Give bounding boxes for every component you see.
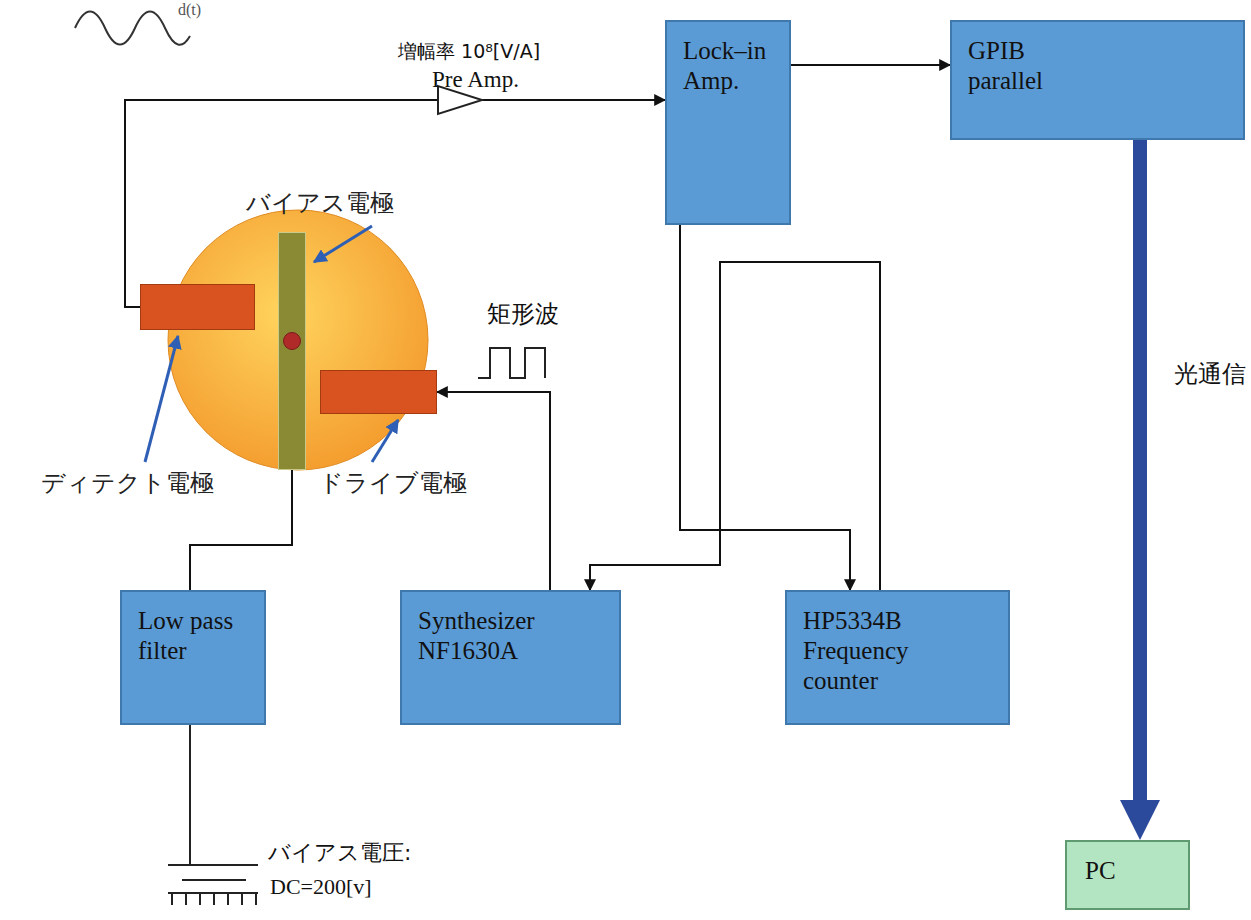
electrode-bar: バイアス電極 xyxy=(278,232,306,470)
electrode-label: ディテクト電極 xyxy=(41,469,214,498)
square-wave-symbol xyxy=(478,348,545,378)
box-label: Lock–in Amp. xyxy=(683,36,773,96)
leader-arrow xyxy=(145,336,178,462)
electrode-pad: ディテクト電極 xyxy=(140,284,255,330)
voltage-label: バイアス電圧: xyxy=(268,840,411,866)
center-mass xyxy=(283,332,301,350)
signal-wire xyxy=(791,64,950,66)
voltage-value: DC=200[v] xyxy=(270,874,372,900)
signal-wire xyxy=(680,225,850,590)
electrode-label: ドライブ電極 xyxy=(319,469,467,498)
instrument-box: Low pass filter xyxy=(120,590,266,725)
instrument-box: HP5334B Frequency counter xyxy=(785,590,1010,725)
electrode-pad: ドライブ電極 xyxy=(320,370,437,414)
electrode-label: バイアス電極 xyxy=(246,189,394,218)
battery-symbol xyxy=(182,879,246,881)
instrument-box: Synthesizer NF1630A xyxy=(400,590,621,725)
box-label: Low pass filter xyxy=(138,606,248,666)
leader-arrow xyxy=(314,226,372,262)
computer-box: PC xyxy=(1065,840,1190,910)
amplifier-label: Pre Amp. xyxy=(432,66,519,94)
box-label: PC xyxy=(1085,856,1116,886)
sine-wave xyxy=(75,12,190,45)
optical-link-arrow xyxy=(1133,140,1147,800)
sensor-disk xyxy=(168,210,428,470)
signal-wire xyxy=(125,100,665,307)
signal-wire xyxy=(590,262,880,590)
edge-label: 矩形波 xyxy=(485,300,561,329)
gain-label: 増幅率 10⁸[V/A] xyxy=(398,40,540,63)
box-label: Synthesizer NF1630A xyxy=(418,606,603,666)
battery-symbol xyxy=(168,864,258,866)
box-label: GPIB parallel xyxy=(968,36,1098,96)
wire xyxy=(189,725,191,865)
signal-label: d(t) xyxy=(178,0,201,19)
ground-symbol xyxy=(172,893,256,905)
leader-arrow xyxy=(372,420,398,462)
edge-label: 光通信 xyxy=(1172,360,1248,389)
instrument-box: Lock–in Amp. xyxy=(665,20,791,225)
box-label: HP5334B Frequency counter xyxy=(803,606,963,696)
interface-box: GPIB parallel xyxy=(950,20,1245,140)
